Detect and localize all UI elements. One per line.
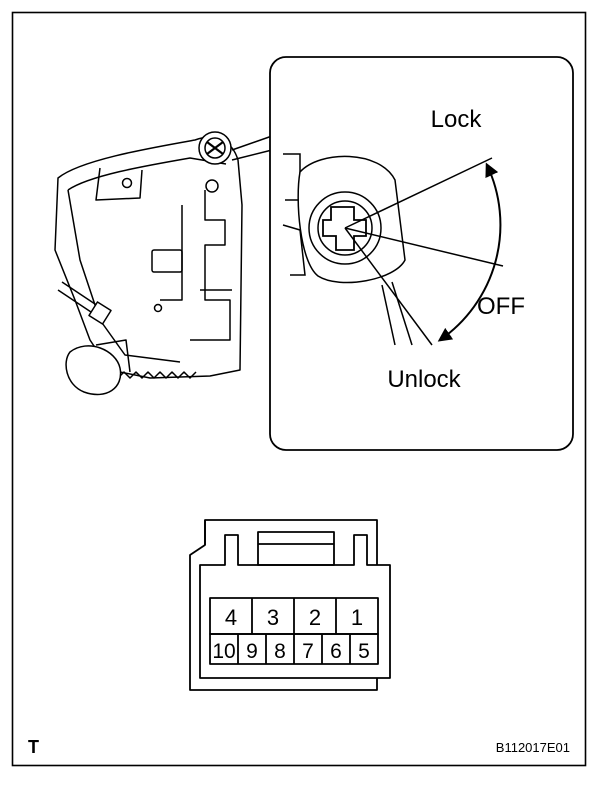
pin-label: 1 xyxy=(351,605,363,630)
connector-pin-labels: 4 3 2 1 10 9 8 7 6 5 xyxy=(212,605,370,663)
figure-code: B112017E01 xyxy=(496,740,570,755)
pin-label: 2 xyxy=(309,605,321,630)
off-label: OFF xyxy=(477,293,525,320)
pin-label: 3 xyxy=(267,605,279,630)
unlock-label: Unlock xyxy=(387,366,461,393)
pin-label: 5 xyxy=(358,640,370,663)
pin-label: 10 xyxy=(212,640,235,663)
detail-view-frame xyxy=(269,56,574,451)
pin-label: 6 xyxy=(330,640,342,663)
door-lock-assembly xyxy=(54,131,273,396)
figure-frame xyxy=(11,11,587,767)
connector-housing xyxy=(189,519,391,691)
pin-label: 7 xyxy=(302,640,314,663)
detail-view-lock-switch xyxy=(282,153,504,346)
pin-label: 8 xyxy=(274,640,286,663)
pin-label: 9 xyxy=(246,640,258,663)
corner-mark: T xyxy=(28,737,39,757)
lock-label: Lock xyxy=(431,106,483,133)
pin-label: 4 xyxy=(225,605,237,630)
